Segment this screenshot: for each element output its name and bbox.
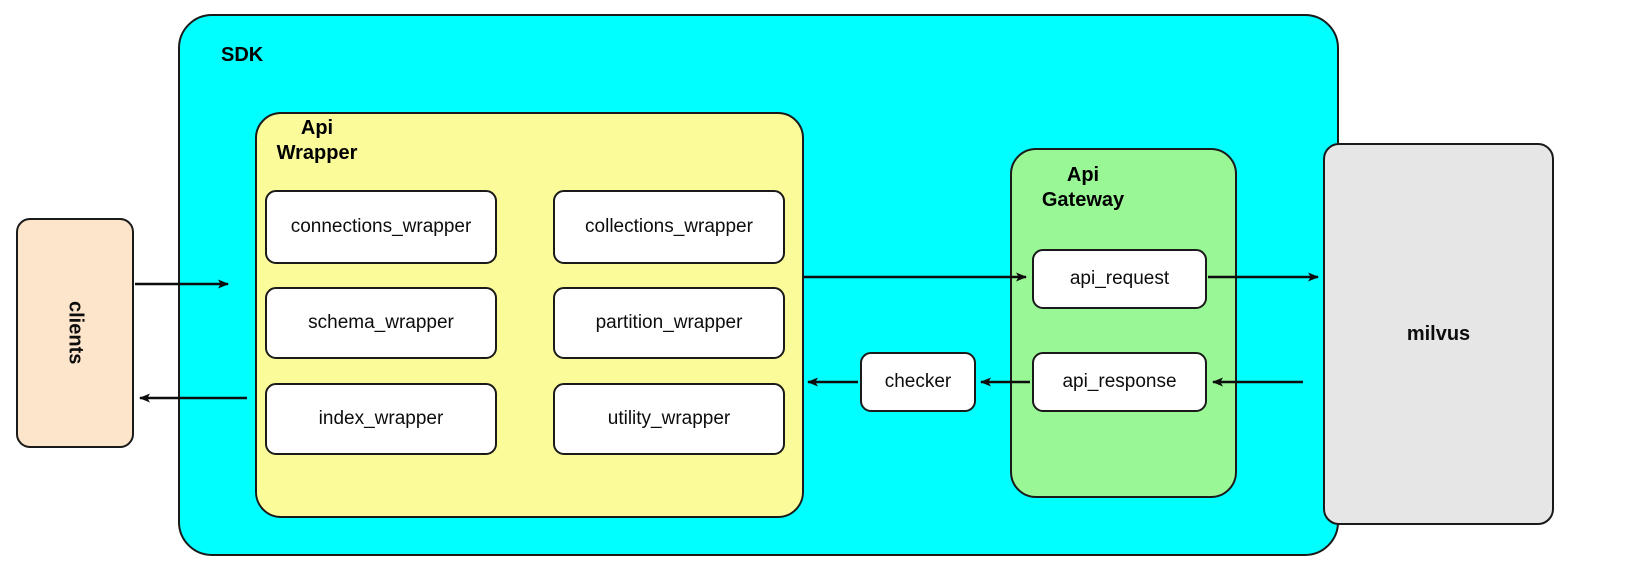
api-wrapper-title: Api Wrapper xyxy=(276,117,358,164)
node-clients[interactable]: clients xyxy=(16,218,134,448)
module-collections-wrapper[interactable]: collections_wrapper xyxy=(553,190,785,264)
module-connections-wrapper[interactable]: connections_wrapper xyxy=(265,190,497,264)
module-api-response[interactable]: api_response xyxy=(1032,352,1207,412)
module-utility-wrapper[interactable]: utility_wrapper xyxy=(553,383,785,455)
module-partition-wrapper[interactable]: partition_wrapper xyxy=(553,287,785,359)
clients-label: clients xyxy=(64,301,87,365)
module-index-wrapper[interactable]: index_wrapper xyxy=(265,383,497,455)
module-checker[interactable]: checker xyxy=(860,352,976,412)
module-api-request[interactable]: api_request xyxy=(1032,249,1207,309)
node-milvus[interactable]: milvus xyxy=(1323,143,1554,525)
api-gateway-container xyxy=(1010,148,1237,498)
module-schema-wrapper[interactable]: schema_wrapper xyxy=(265,287,497,359)
api-gateway-title: Api Gateway xyxy=(1041,164,1125,211)
sdk-title: SDK xyxy=(221,44,264,66)
